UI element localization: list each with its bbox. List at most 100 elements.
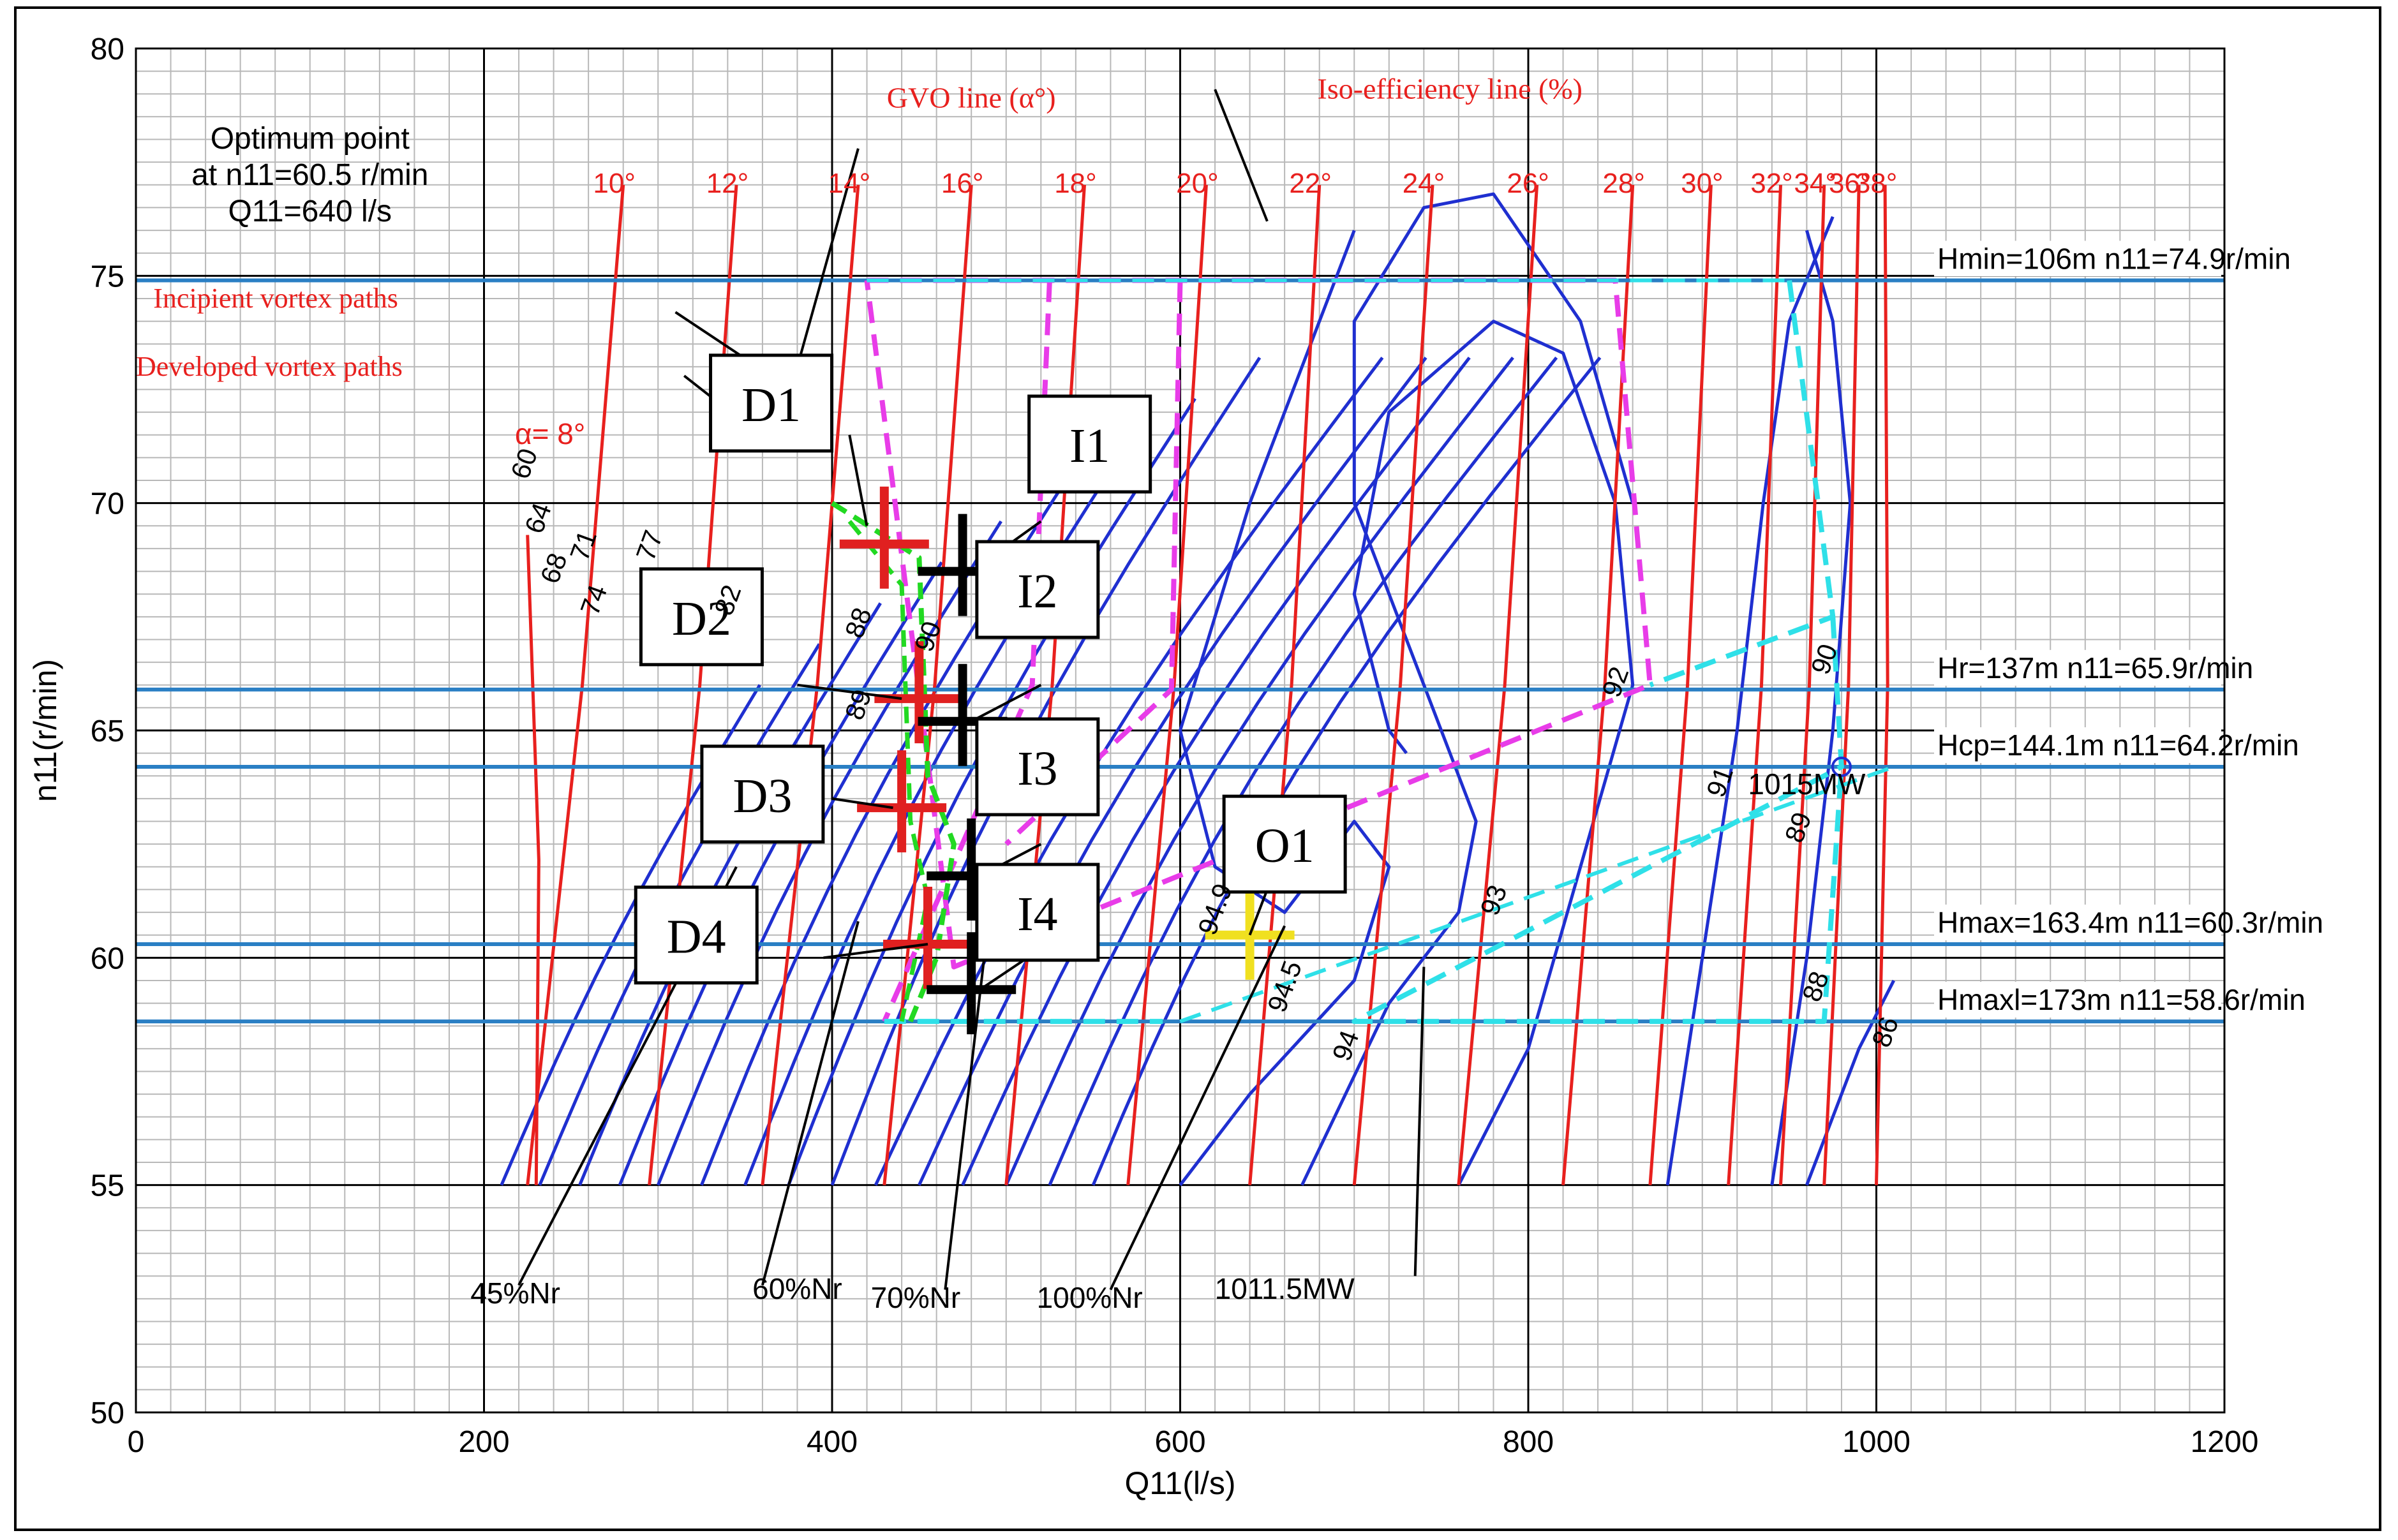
operating-paths: [830, 278, 1895, 1025]
iso-efficiency-line: [618, 561, 943, 1186]
gvo-angle-label: 18°: [1054, 168, 1097, 199]
iso-efficiency-label: 88: [839, 603, 877, 642]
iso-efficiency-line: [1352, 320, 1635, 1186]
vortex-box: [639, 567, 764, 667]
gvo-line: [1004, 184, 1086, 1185]
head-label-bg: [1934, 982, 2221, 1018]
gvo-line: [761, 184, 860, 1185]
operating-label: 100%Nr: [1037, 1281, 1143, 1314]
head-label-bg: [1934, 241, 2221, 277]
y-tick-label: 80: [91, 33, 124, 66]
vortex-box: [975, 717, 1100, 817]
gvo-line: [1248, 184, 1322, 1185]
iso-efficiency-label: 94: [1327, 1026, 1365, 1065]
gvo-line: [648, 184, 738, 1185]
x-tick-label: 600: [1154, 1425, 1205, 1459]
iso-efficiency-line: [1004, 357, 1514, 1186]
iso-efficiency-label: 74: [574, 581, 613, 619]
iso-efficiency-line: [918, 357, 1427, 1186]
gvo-angle-label: 10°: [593, 168, 636, 199]
gvo-line: [1352, 184, 1434, 1185]
gvo-angle-label: 24°: [1403, 168, 1445, 199]
operating-label: 70%Nr: [871, 1281, 961, 1314]
vortex-box-label: D1: [741, 378, 801, 432]
operating-label: 60%Nr: [752, 1272, 842, 1305]
vortex-box-label: I2: [1017, 565, 1057, 618]
x-tick-label: 200: [458, 1425, 509, 1459]
operating-label: 1015MW: [1748, 767, 1866, 801]
annotation-arrow: [796, 148, 860, 367]
x-tick-label: 0: [128, 1425, 145, 1459]
y-tick-label: 75: [91, 260, 124, 293]
gvo-line: [1875, 184, 1889, 1185]
rated-point-marker: [1831, 757, 1852, 778]
cyan-path: [1179, 765, 1895, 1023]
vortex-box: [1027, 394, 1152, 494]
iso-efficiency-line: [1179, 230, 1391, 1187]
gvo-angle-label: 34°: [1794, 168, 1836, 199]
head-line-label: Hr=137m n11=65.9r/min: [1937, 651, 2253, 685]
iso-efficiency-line: [1770, 230, 1852, 1186]
plot-border: [135, 47, 2226, 1414]
y-tick-label: 60: [91, 942, 124, 975]
iso-efficiency-line: [787, 397, 1196, 1186]
annotation-arrow: [1413, 966, 1426, 1277]
y-axis-title: n11(r/min): [27, 659, 63, 802]
iso-efficiency-line: [961, 357, 1471, 1186]
cyan-envelope-path: [1352, 616, 1844, 1025]
annotation-arrow: [761, 921, 860, 1286]
leader-line: [831, 797, 893, 810]
gvo-line: [1822, 184, 1861, 1185]
cyan-envelope-path: [1649, 279, 1836, 688]
gvo-angle-label: 38°: [1855, 168, 1898, 199]
x-tick-label: 800: [1503, 1425, 1554, 1459]
head-line-label: Hcp=144.1m n11=64.2r/min: [1937, 729, 2299, 762]
gvo-angle-label: 30°: [1681, 168, 1724, 199]
gvo-line: [1779, 184, 1826, 1185]
incipient-label: Incipient vortex paths: [153, 283, 398, 314]
vortex-box-label: O1: [1255, 819, 1314, 873]
gvo-angle-label: 32°: [1750, 168, 1793, 199]
optimum-title: Optimum point: [211, 122, 410, 156]
gvo-line: [526, 184, 625, 1185]
head-line-label: Hmax=163.4m n11=60.3r/min: [1937, 906, 2323, 939]
iso-efficiency-label: 64: [519, 499, 557, 537]
gvo-line: [526, 535, 540, 1185]
annotation-arrow: [1214, 89, 1269, 222]
x-axis-title: Q11(l/s): [1124, 1465, 1235, 1501]
x-tick-label: 1000: [1842, 1425, 1910, 1459]
x-tick-label: 400: [807, 1425, 858, 1459]
gvo-line: [1727, 184, 1782, 1185]
gvo-title: GVO line (α°): [887, 82, 1056, 114]
head-label-bg: [1934, 649, 2221, 686]
iso-efficiency-line: [1805, 979, 1896, 1186]
gvo-angle-label: 26°: [1507, 168, 1549, 199]
iso-efficiency-label: 88: [1796, 967, 1835, 1005]
y-tick-label: 70: [91, 487, 124, 521]
gvo-angle-label: 28°: [1602, 168, 1645, 199]
operating-label: 1011.5MW: [1215, 1272, 1355, 1305]
vortex-box: [975, 863, 1100, 962]
vortex-box-label: D3: [733, 769, 792, 823]
iso-efficiency-label: 89: [1779, 808, 1817, 847]
iso-efficiency-line: [1048, 357, 1558, 1186]
iso-efficiency-line: [1091, 357, 1602, 1186]
vortex-box-label: I3: [1017, 742, 1057, 796]
vortex-box: [975, 540, 1100, 639]
leader-line: [823, 943, 928, 959]
gvo-line: [1561, 184, 1635, 1185]
iso-efficiency-line: [656, 520, 1002, 1186]
vortex-box: [634, 885, 759, 985]
gvo-line: [1457, 184, 1539, 1185]
iso-efficiency-label: 94.9: [1192, 880, 1238, 939]
head-lines: [136, 278, 2224, 1024]
magenta-path: [1004, 280, 1183, 847]
vortex-box-label: I4: [1017, 887, 1057, 941]
gvo-angle-label: 16°: [941, 168, 984, 199]
iso-efficiency-line: [1665, 216, 1835, 1186]
gvo-angle-label: 36°: [1829, 168, 1872, 199]
head-line-label: Hmin=106m n11=74.9r/min: [1937, 242, 2291, 275]
y-tick-label: 50: [91, 1396, 124, 1430]
gvo-angle-label: 12°: [706, 168, 749, 199]
